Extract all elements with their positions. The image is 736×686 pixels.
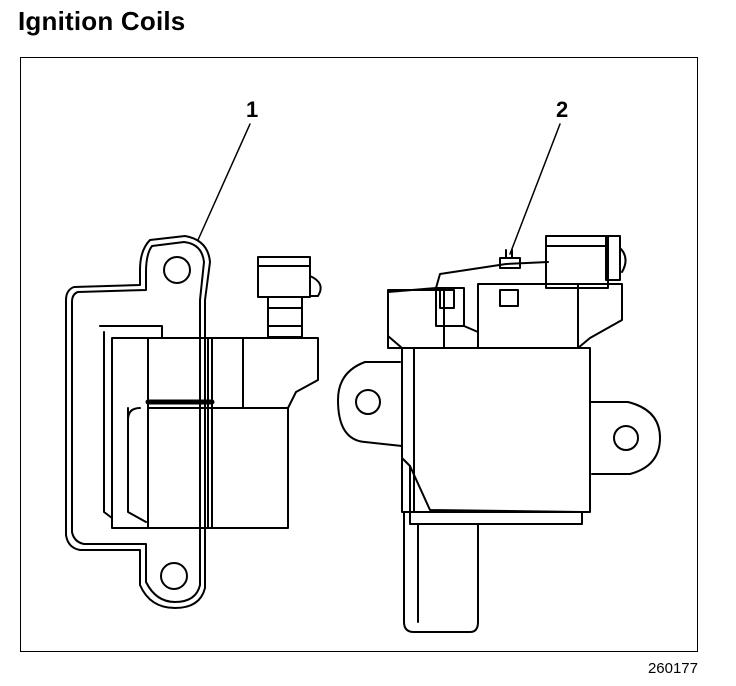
coil-1-body [111, 337, 209, 529]
coil-2-connector [545, 235, 609, 289]
coil-1-bottom-bolt-hole [160, 562, 188, 590]
callout-1: 1 [197, 97, 258, 241]
coil-1-bracket-outer [65, 235, 211, 609]
ignition-coil-1 [65, 235, 322, 609]
coil-2-right-ear [589, 401, 661, 475]
callout-2: 2 [509, 97, 568, 255]
coil-2-right-bolt-hole [613, 425, 639, 451]
coil-2-body [401, 347, 591, 513]
coil-1-bracket-inner [71, 241, 205, 603]
coil-2-left-bolt-hole [355, 389, 381, 415]
callout-1-leader [197, 123, 251, 241]
figure-id: 260177 [647, 660, 698, 677]
diagram-title: Ignition Coils [18, 6, 186, 36]
coil-2-boot [403, 511, 479, 633]
diagram-frame [20, 57, 698, 652]
coil-2-left-ear [337, 361, 403, 447]
callout-2-number: 2 [556, 97, 568, 122]
ignition-coil-2 [337, 235, 661, 633]
callout-1-number: 1 [246, 97, 258, 122]
coil-1-top-bolt-hole [163, 256, 191, 284]
coil-1-connector [257, 256, 311, 298]
callout-2-leader [509, 123, 561, 255]
